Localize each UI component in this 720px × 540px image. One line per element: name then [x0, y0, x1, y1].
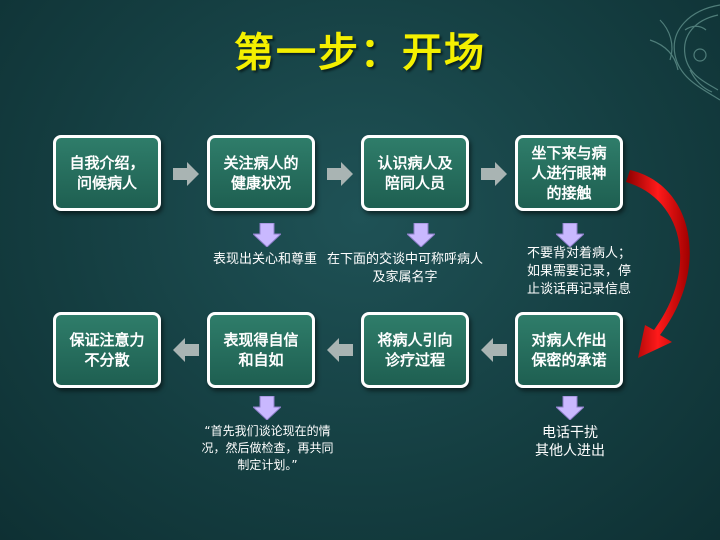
arrow-right-icon	[481, 162, 507, 186]
step-box-know-people: 认识病人及 陪同人员	[361, 135, 469, 211]
note-respect: 表现出关心和尊重	[212, 252, 317, 267]
arrow-down-icon	[556, 396, 584, 420]
step-box-health: 关注病人的 健康状况	[207, 135, 315, 211]
arrow-down-icon	[556, 223, 584, 247]
note-call-names: 在下面的交谈中可称呼病人 及家属名字	[326, 252, 483, 285]
step-box-confidence: 表现得自信 和自如	[207, 312, 315, 388]
arrow-left-icon	[173, 338, 199, 362]
arrow-left-icon	[327, 338, 353, 362]
arrow-right-icon	[327, 162, 353, 186]
page-title: 第一步：开场	[234, 30, 486, 76]
arrow-down-icon	[253, 223, 281, 247]
step-label: 对病人作出 保密的承诺	[531, 331, 607, 369]
step-box-guide-process: 将病人引向 诊疗过程	[361, 312, 469, 388]
step-box-confidentiality: 对病人作出 保密的承诺	[515, 312, 623, 388]
step-label: 保证注意力 不分散	[69, 331, 145, 369]
step-box-attention: 保证注意力 不分散	[53, 312, 161, 388]
step-box-eye-contact: 坐下来与病 人进行眼神 的接触	[515, 135, 623, 211]
note-interruptions: 电话干扰 其他人进出	[535, 425, 605, 459]
step-label: 关注病人的 健康状况	[223, 154, 299, 192]
step-label: 将病人引向 诊疗过程	[377, 331, 453, 369]
arrow-down-icon	[253, 396, 281, 420]
step-box-introduce: 自我介绍， 问候病人	[53, 135, 161, 211]
step-label: 认识病人及 陪同人员	[377, 154, 453, 192]
arrow-down-icon	[407, 223, 435, 247]
corner-ornament-icon	[649, 4, 720, 101]
step-label: 自我介绍， 问候病人	[69, 154, 145, 192]
note-plan-quote: “首先我们谈论现在的情 况，然后做检查，再共同 制定计划。”	[201, 424, 334, 472]
arrow-right-icon	[173, 162, 199, 186]
arrow-left-icon	[481, 338, 507, 362]
curved-arrow-icon	[626, 170, 690, 358]
note-no-back-turn: 不要背对着病人； 如果需要记录，停 止谈话再记录信息	[526, 246, 631, 297]
step-label: 坐下来与病 人进行眼神 的接触	[531, 144, 607, 202]
step-label: 表现得自信 和自如	[223, 331, 299, 369]
